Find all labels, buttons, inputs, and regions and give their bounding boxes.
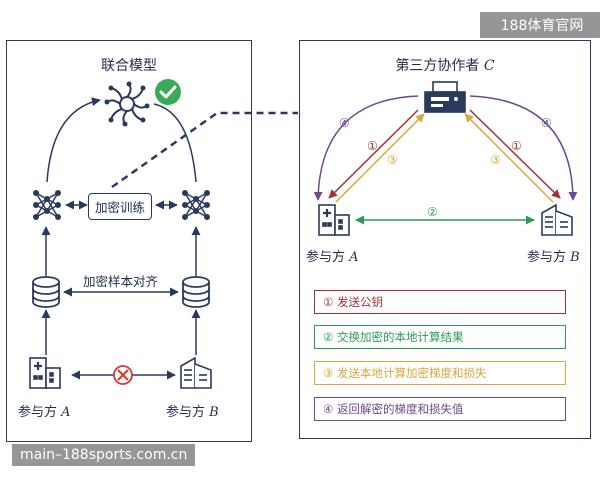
database-icon-left — [32, 276, 60, 308]
step3-arrow-from-a — [335, 113, 425, 203]
left-participant-a-var: A — [61, 405, 71, 420]
step1-label-left: ① — [367, 139, 378, 153]
step3-label-right: ③ — [490, 153, 501, 167]
right-participant-b-label: 参与方 B — [527, 246, 580, 265]
database-icon-right — [182, 276, 210, 308]
encrypted-training-label: 加密训练 — [95, 200, 146, 215]
step4-curve-to-b — [469, 95, 578, 201]
step1-arrow-to-a — [328, 109, 419, 199]
right-curve-arrow — [153, 103, 197, 183]
right-panel-title-var: C — [483, 58, 495, 74]
align-label: 加密样本对齐 — [83, 274, 159, 289]
right-panel-title: 第三方协作者 C — [300, 55, 590, 75]
building-icon-left-panel — [180, 356, 212, 389]
hospital-icon-left — [29, 357, 61, 389]
step4-curve-to-a — [313, 95, 419, 201]
dashed-connector — [111, 111, 298, 189]
step4-label-right: ④ — [541, 116, 552, 130]
left-participant-b-text: 参与方 — [166, 405, 206, 420]
right-panel-title-text: 第三方协作者 — [395, 58, 480, 74]
right-participant-a-var: A — [349, 250, 359, 265]
watermark-top: 188体育官网 — [480, 12, 600, 38]
left-curve-arrow — [46, 97, 101, 183]
left-participant-b-var: B — [209, 405, 219, 420]
left-participant-a-text: 参与方 — [18, 405, 58, 420]
neural-network-icon-right — [182, 190, 210, 220]
cross-icon — [113, 365, 133, 385]
step2-label: ② — [427, 205, 438, 219]
step1-label-right: ① — [511, 139, 522, 153]
server-icon — [424, 81, 466, 113]
right-participant-a-text: 参与方 — [306, 250, 346, 265]
step3-arrow-from-b — [464, 113, 554, 203]
neural-network-icon-left — [33, 190, 61, 220]
left-participant-a-label: 参与方 A — [18, 401, 71, 420]
check-icon — [155, 79, 181, 105]
encrypted-training-box: 加密训练 — [88, 193, 153, 220]
left-panel-title: 联合模型 — [101, 58, 157, 74]
step3-label-left: ③ — [387, 153, 398, 167]
legend-item-step2: ② 交换加密的本地计算结果 — [314, 325, 566, 349]
watermark-bottom: main–188sports.com.cn — [12, 444, 196, 466]
legend-item-step3: ③ 发送本地计算加密梯度和损失 — [314, 361, 566, 385]
step4-label-left: ④ — [339, 116, 350, 130]
right-participant-b-text: 参与方 — [527, 250, 567, 265]
right-participant-a-label: 参与方 A — [306, 246, 359, 265]
hospital-icon-right-panel — [318, 204, 350, 236]
left-participant-b-label: 参与方 B — [166, 401, 219, 420]
right-participant-b-var: B — [570, 250, 580, 265]
building-icon-right-panel — [541, 203, 573, 236]
step1-arrow-to-b — [469, 109, 561, 199]
legend-item-step4: ④ 返回解密的梯度和损失值 — [314, 397, 566, 421]
federated-model-icon — [104, 81, 150, 127]
legend-item-step1: ① 发送公钥 — [314, 290, 566, 314]
